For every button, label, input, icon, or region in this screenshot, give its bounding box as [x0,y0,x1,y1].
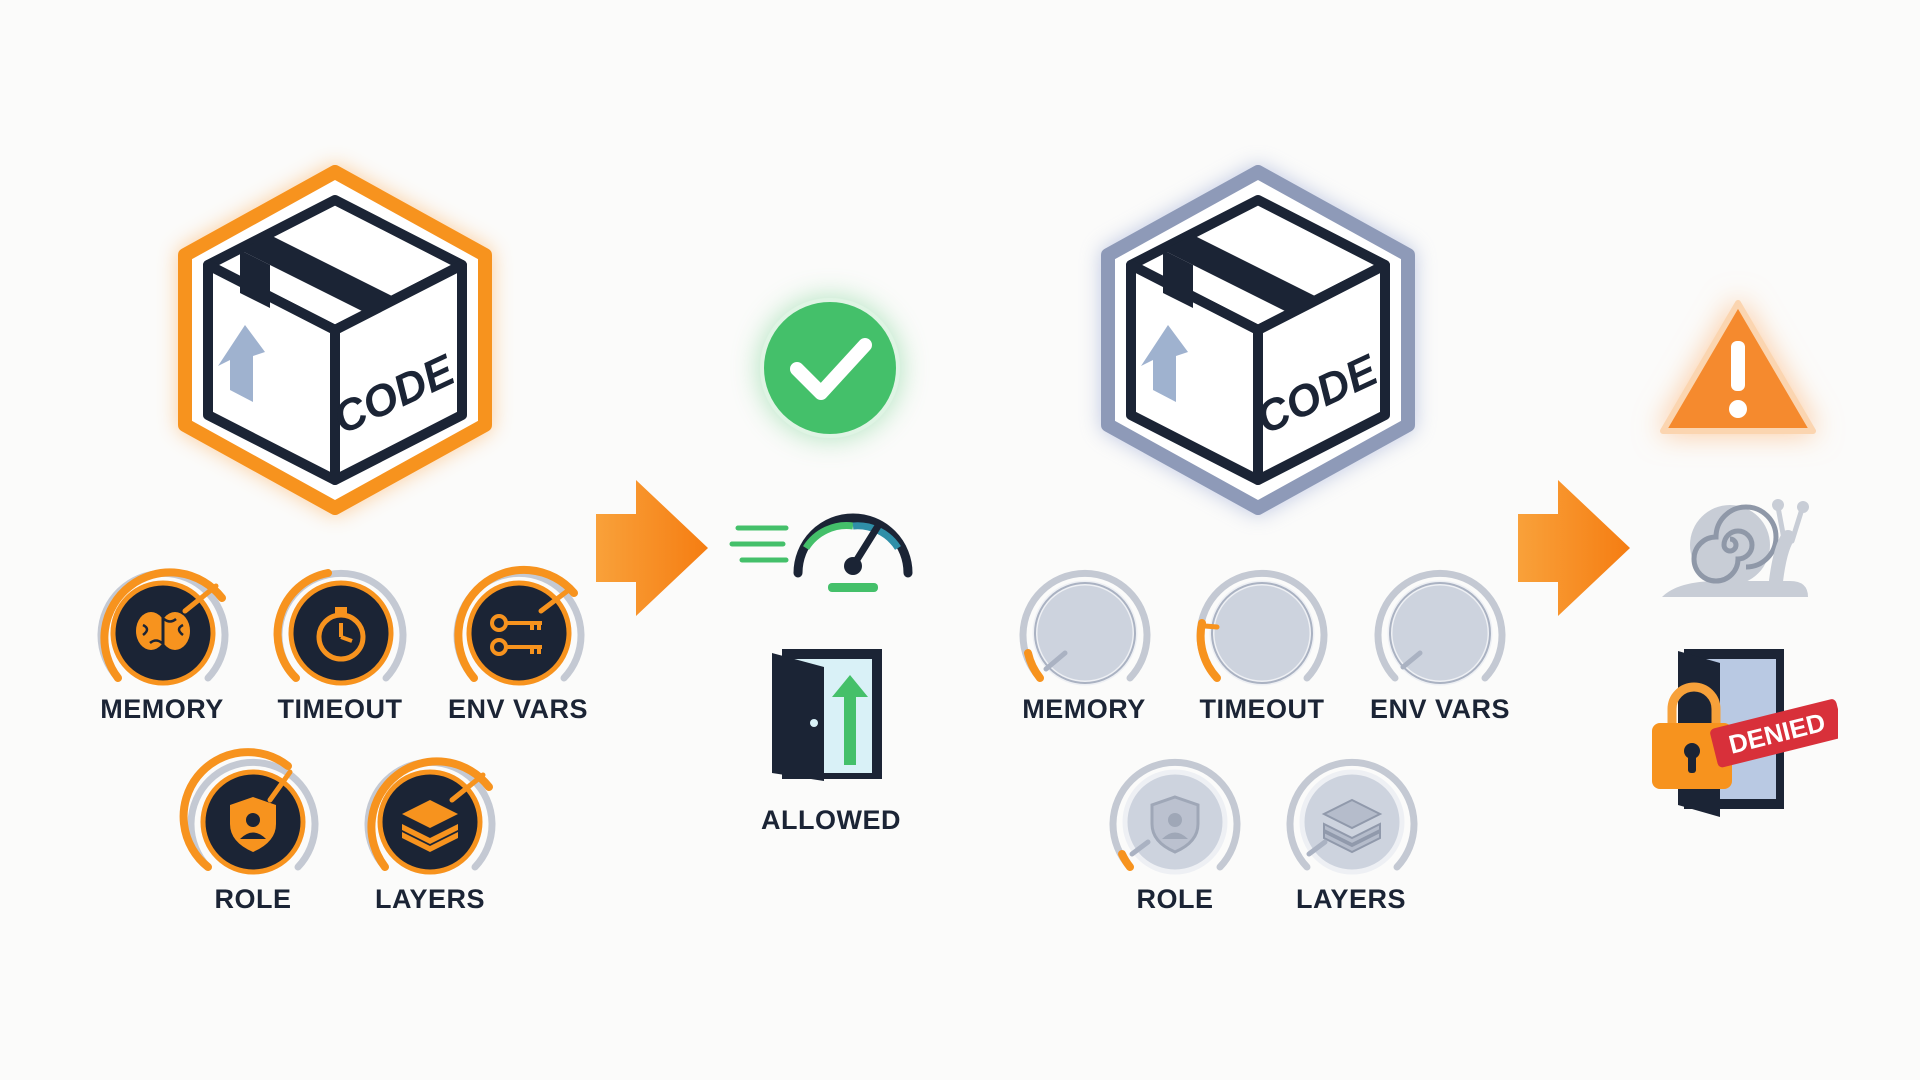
open-door-arrow-icon [772,649,882,781]
memory-label: MEMORY [100,694,224,724]
stopwatch-icon [316,607,366,662]
layers-icon [1321,798,1383,854]
layers-dial [364,757,496,875]
env-vars-dial-muted [1374,569,1506,686]
env-vars-label: ENV VARS [447,694,589,724]
memory-label-muted: MEMORY [1022,694,1146,724]
empty-dial-icon [1043,650,1068,672]
arrow-right-icon [1518,480,1630,616]
empty-dial-icon [1202,623,1220,630]
brain-icon [136,611,190,653]
shield-user-icon [1150,795,1200,854]
code-package-icon: CODE [178,165,492,515]
denied-tag [1710,699,1838,768]
check-icon [760,298,900,438]
layers-label-muted: LAYERS [1295,884,1407,914]
role-label: ROLE [214,884,292,914]
arrow-right-icon [596,480,708,616]
layers-label: LAYERS [374,884,486,914]
shield-user-icon [230,797,276,852]
timeout-label: TIMEOUT [277,694,403,724]
env-vars-dial [453,565,585,686]
memory-dial-muted [1019,569,1151,686]
layers-icon [402,800,458,852]
timeout-label-muted: TIMEOUT [1199,694,1325,724]
warning-icon [1660,300,1816,434]
role-dial [179,748,319,875]
memory-dial [97,568,229,686]
role-label-muted: ROLE [1136,884,1214,914]
role-dial-muted [1109,758,1241,875]
empty-dial-icon [1400,650,1423,670]
speedometer-icon [729,513,913,592]
locked-door-icon: DENIED [1652,649,1838,817]
timeout-dial-muted [1196,569,1328,686]
allowed-label: ALLOWED [761,805,901,835]
code-package-icon-muted: CODE [1101,165,1415,515]
env-vars-label-muted: ENV VARS [1369,694,1511,724]
timeout-dial [273,569,407,686]
keys-icon [490,614,542,656]
snail-icon [1662,499,1809,597]
layers-dial-muted [1286,758,1418,875]
